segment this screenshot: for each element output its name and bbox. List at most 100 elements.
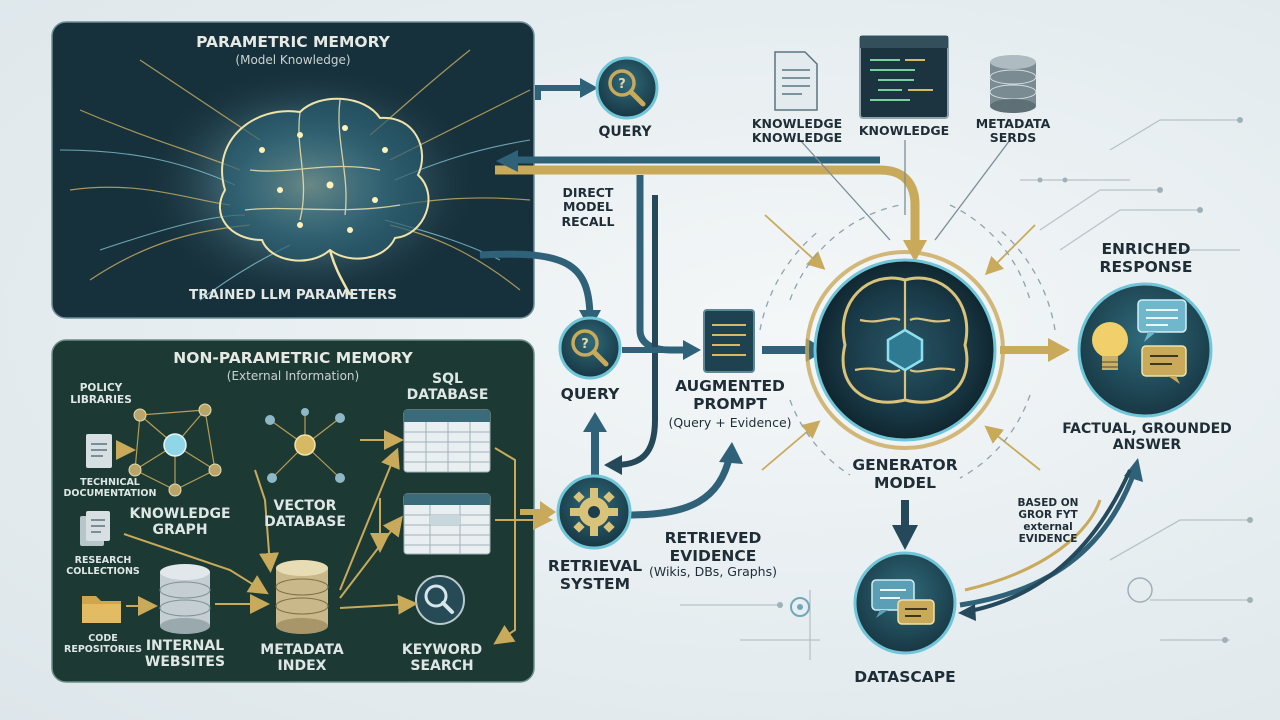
factual-answer-line-2: ANSWER (1112, 437, 1182, 454)
table-icon-secondary (403, 493, 491, 555)
search-icon (415, 575, 465, 625)
retrieved-evidence-line-2: EVIDENCE (669, 546, 757, 565)
knowledge-code-label: KNOWLEDGE (858, 123, 950, 138)
enriched-response-icon (1077, 282, 1213, 418)
vector-graph-icon (265, 408, 345, 483)
brain-icon (219, 97, 430, 296)
source-technical-label: TECHNICAL DOCUMENTATION (60, 477, 160, 500)
augmented-prompt-line-1: AUGMENTED (675, 377, 785, 395)
generator-model-line-1: GENERATOR (852, 456, 958, 474)
source-code-line-1: CODE (88, 633, 118, 644)
metadata-index-line-2: INDEX (277, 658, 327, 675)
direct-recall-line-1: DIRECT (562, 185, 614, 200)
generator-model-line-2: MODEL (874, 473, 936, 492)
retrieval-system-line-2: SYSTEM (559, 574, 631, 593)
retrieved-evidence-subtitle: (Wikis, DBs, Graphs) (649, 564, 777, 579)
query-top-label: QUERY (598, 124, 652, 140)
non-parametric-memory-subtitle: (External Information) (226, 369, 360, 383)
sql-database-line-2: DATABASE (406, 387, 489, 404)
svg-text:?: ? (581, 337, 589, 352)
folder-icon (82, 596, 121, 623)
code-window-icon (859, 35, 949, 119)
augmented-prompt-document-icon (703, 309, 755, 373)
source-technical-line-1: TECHNICAL (80, 477, 140, 488)
svg-text:?: ? (618, 77, 626, 92)
augmented-prompt-label: AUGMENTED PROMPT (665, 377, 795, 414)
document-stack-icon (80, 511, 110, 546)
internal-websites-line-2: WEBSITES (144, 654, 226, 671)
knowledge-docs-line-1: KNOWLEDGE (751, 116, 843, 131)
keyword-search-line-2: SEARCH (410, 658, 474, 675)
sql-database-label: SQL DATABASE (400, 371, 495, 403)
generator-brain-icon (805, 250, 1005, 450)
document-icon-top (774, 51, 818, 111)
parametric-memory-title: PARAMETRIC MEMORY (196, 33, 390, 51)
graph-icon (128, 403, 222, 497)
based-on-line-1: BASED ON (1017, 497, 1079, 509)
lightbulb-icon (1092, 322, 1128, 370)
query-search-icon-mid: ? (558, 316, 622, 380)
direct-model-recall-label: DIRECT MODEL RECALL (548, 185, 628, 229)
query-search-icon: ? (595, 56, 659, 120)
sql-database-line-1: SQL (432, 371, 463, 387)
non-parametric-memory-title: NON-PARAMETRIC MEMORY (173, 349, 413, 367)
based-on-line-3: external (1023, 521, 1073, 534)
table-icon (403, 409, 491, 473)
database-icon (159, 564, 211, 634)
source-research-line-2: COLLECTIONS (66, 565, 140, 577)
direct-recall-line-2: MODEL (563, 199, 613, 215)
query-mid-label: QUERY (560, 385, 620, 403)
retrieval-system-line-1: RETRIEVAL (547, 557, 643, 575)
knowledge-graph-line-1: KNOWLEDGE (129, 506, 231, 522)
retrieved-evidence-label: RETRIEVED EVIDENCE (648, 529, 778, 566)
vector-database-label: VECTOR DATABASE (250, 498, 360, 530)
source-policy-label: POLICY LIBRARIES (66, 382, 136, 406)
generator-model-label: GENERATOR MODEL (845, 456, 965, 493)
internal-websites-line-1: INTERNAL (145, 638, 225, 654)
database-icon-top (989, 55, 1037, 113)
parametric-memory-footer: TRAINED LLM PARAMETERS (189, 287, 397, 303)
augmented-prompt-line-2: PROMPT (693, 394, 767, 413)
enriched-response-label: ENRICHED RESPONSE (1082, 240, 1210, 277)
gear-icon (556, 474, 632, 550)
retrieval-system-label: RETRIEVAL SYSTEM (545, 557, 645, 594)
enriched-response-line-2: RESPONSE (1099, 257, 1193, 276)
knowledge-docs-line-2: KNOWLEDGE (751, 130, 843, 146)
knowledge-graph-line-2: GRAPH (152, 522, 208, 539)
metadata-serds-label: METADATA SERDS (965, 116, 1061, 146)
augmented-prompt-subtitle: (Query + Evidence) (668, 415, 792, 430)
source-research-line-1: RESEARCH (74, 555, 132, 566)
source-policy-line-1: POLICY (79, 382, 123, 394)
document-icon (86, 434, 112, 468)
source-code-label: CODE REPOSITORIES (58, 633, 148, 656)
source-research-label: RESEARCH COLLECTIONS (58, 555, 148, 578)
metadata-serds-line-2: SERDS (989, 130, 1037, 146)
vector-database-line-1: VECTOR (273, 498, 337, 514)
keyword-search-line-1: KEYWORD (401, 642, 483, 658)
direct-recall-line-3: RECALL (561, 213, 615, 229)
vector-database-line-2: DATABASE (264, 514, 346, 531)
factual-grounded-answer-label: FACTUAL, GROUNDED ANSWER (1062, 421, 1232, 453)
enriched-response-line-1: ENRICHED (1101, 240, 1191, 258)
knowledge-graph-label: KNOWLEDGE GRAPH (120, 506, 240, 538)
datascape-label: DATASCAPE (854, 668, 956, 686)
parametric-memory-subtitle: (Model Knowledge) (235, 53, 351, 67)
knowledge-docs-label: KNOWLEDGE KNOWLEDGE (742, 116, 852, 146)
keyword-search-label: KEYWORD SEARCH (392, 642, 492, 674)
non-parametric-panel (51, 339, 553, 683)
datascape-chat-icon (853, 551, 957, 655)
source-policy-line-2: LIBRARIES (70, 394, 132, 407)
chat-bubbles-icon (1137, 299, 1187, 384)
retrieved-evidence-line-1: RETRIEVED (664, 529, 762, 547)
based-on-evidence-label: BASED ON GROR FYT external EVIDENCE (1005, 497, 1091, 545)
source-code-line-2: REPOSITORIES (64, 643, 142, 655)
metadata-index-line-1: METADATA (260, 642, 344, 658)
based-on-line-4: EVIDENCE (1018, 533, 1078, 546)
metadata-index-label: METADATA INDEX (252, 642, 352, 674)
parametric-panel (51, 21, 535, 319)
internal-websites-label: INTERNAL WEBSITES (135, 638, 235, 670)
source-technical-line-2: DOCUMENTATION (63, 487, 157, 499)
metadata-serds-line-1: METADATA (975, 116, 1051, 131)
